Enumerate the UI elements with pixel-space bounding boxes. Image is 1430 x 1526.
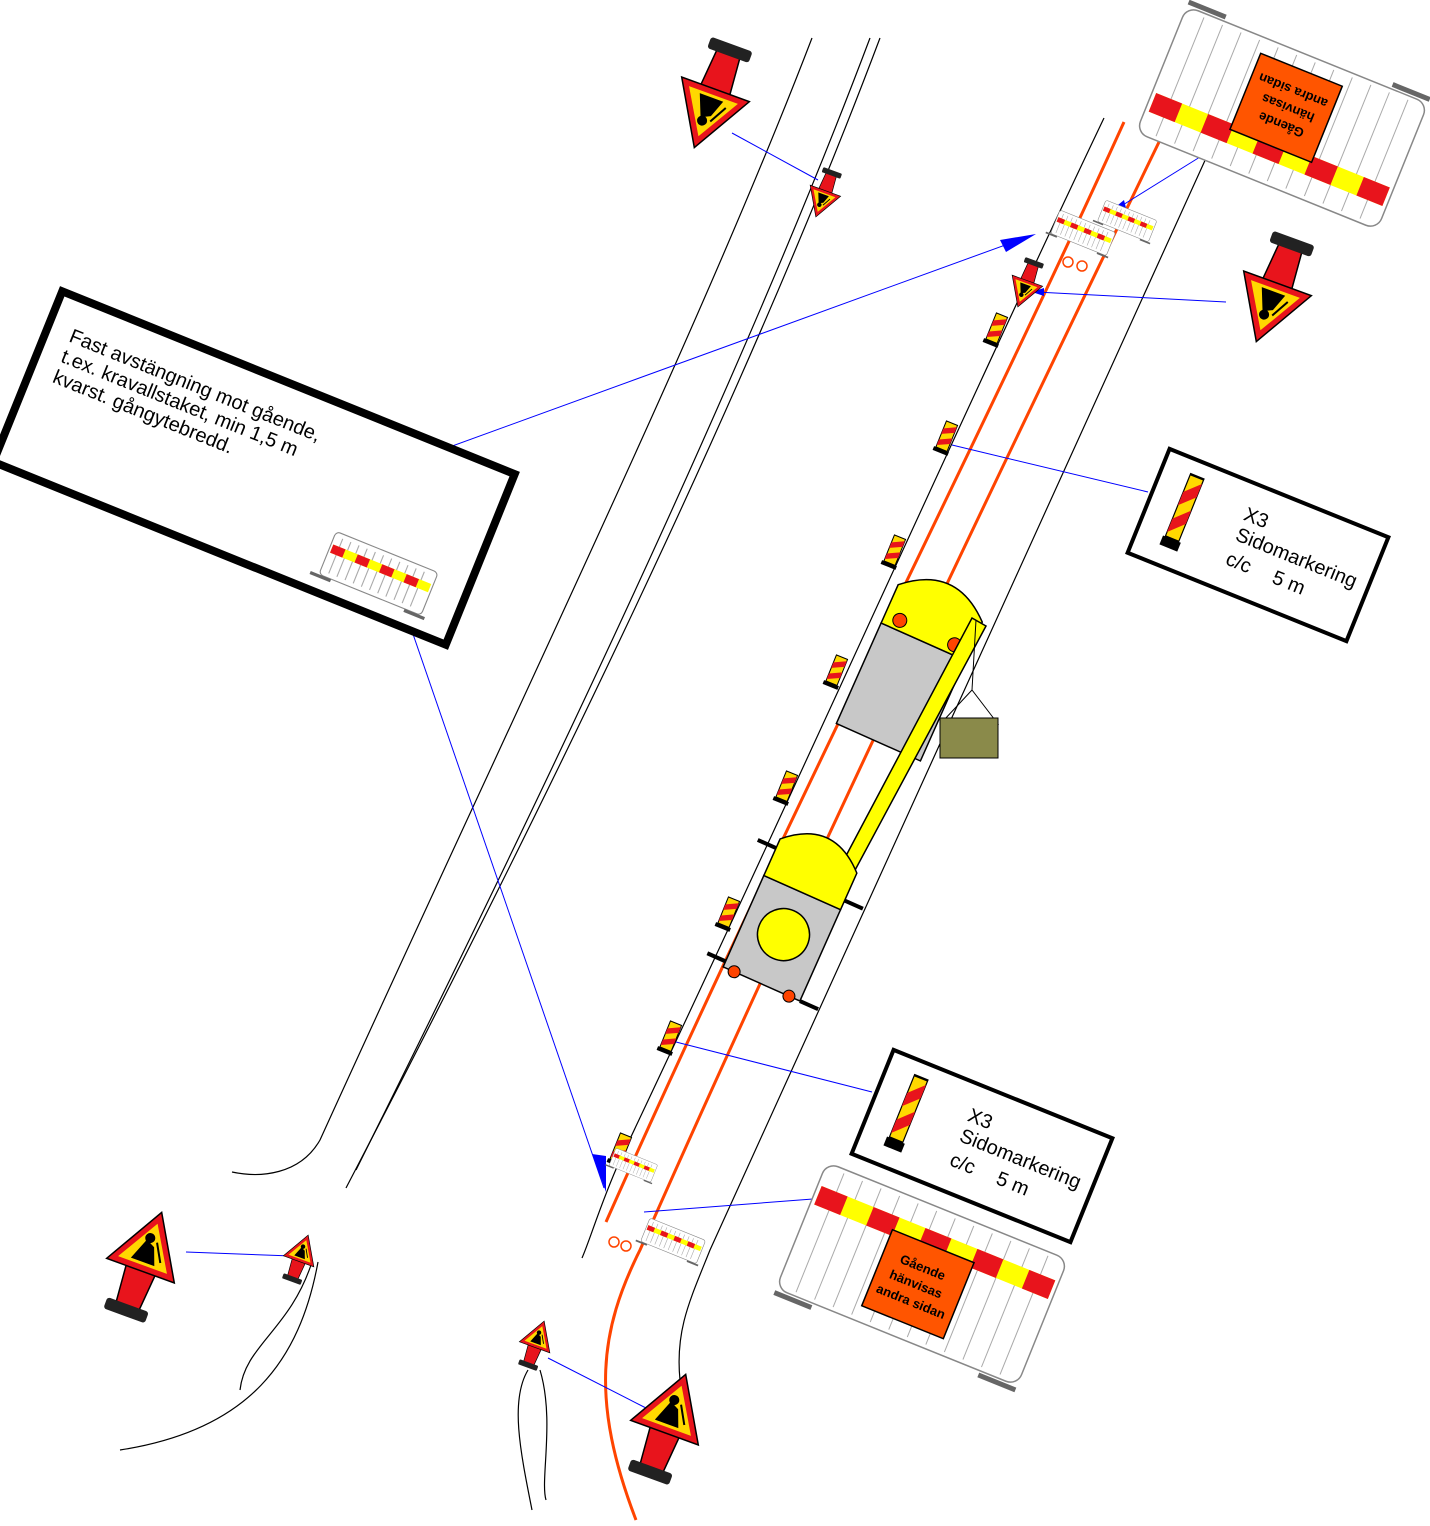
roadwork-warning-sign-icon <box>89 30 1329 1492</box>
bicycle-symbol-icon <box>608 256 1088 1252</box>
crane-boom <box>811 616 1000 930</box>
pointer-lines <box>185 132 1227 1409</box>
marker-note-box-top: X3 Sidomarkering c/c 5 m <box>1125 446 1391 644</box>
marker-note-box-bottom: X3 Sidomarkering c/c 5 m <box>849 1047 1115 1245</box>
excavator-icon <box>706 833 864 1011</box>
detour-barrier-top: Gående hänvisas andra sidan <box>1138 0 1430 227</box>
detour-barrier-bottom: Gående hänvisas andra sidan <box>773 1165 1066 1393</box>
fence-note-box: Fast avstängning mot gående, t.ex. krava… <box>0 286 520 650</box>
